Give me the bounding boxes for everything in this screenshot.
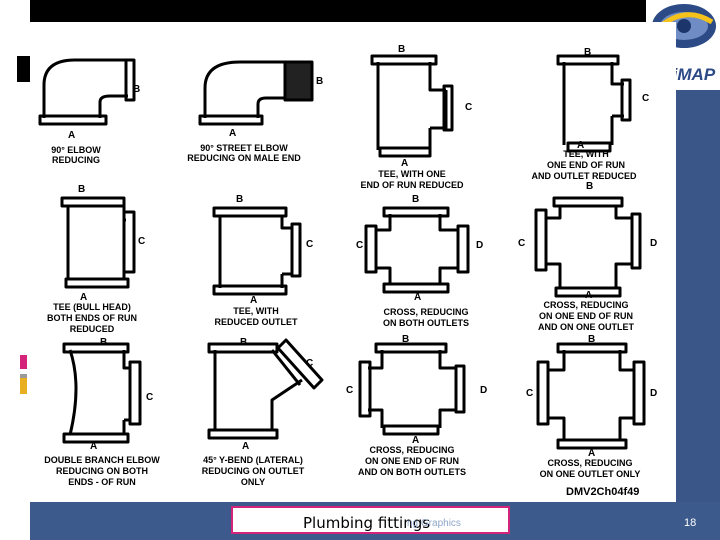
caption-box: Plumbing fittings ng Graphics <box>231 506 510 534</box>
caption-ghost-text: ng Graphics <box>407 518 461 529</box>
tag-c: C <box>346 385 353 396</box>
tag-a: A <box>401 158 408 169</box>
plumbing-fittings-figure: B A B A B C A B C A B B C A B C A B C D … <box>30 22 676 502</box>
top-bar <box>30 0 646 22</box>
corner-block <box>17 56 30 82</box>
tag-c: C <box>138 236 145 247</box>
f3-line1: TEE, WITH ONE <box>378 169 446 179</box>
f4-line3: AND OUTLET REDUCED <box>532 171 637 181</box>
tag-b: B <box>240 337 247 348</box>
tag-a: A <box>412 435 419 446</box>
tag-b: B <box>402 334 409 345</box>
tag-c: C <box>306 358 313 369</box>
f11-line2: ON ONE END OF RUN <box>365 456 459 466</box>
f6-line2: REDUCED OUTLET <box>215 317 299 327</box>
f11-line3: AND ON BOTH OUTLETS <box>358 467 466 477</box>
tag-b: B <box>100 337 107 348</box>
figure-code: DMV2Ch04f49 <box>566 486 639 498</box>
tag-d: D <box>650 388 657 399</box>
tag-a: A <box>585 290 592 301</box>
page-number: 18 <box>684 517 697 529</box>
tag-c: C <box>306 239 313 250</box>
tag-a: A <box>250 295 257 306</box>
accent-pink <box>20 355 27 369</box>
f9-line1: DOUBLE BRANCH ELBOW <box>44 455 160 465</box>
tag-a: A <box>90 441 97 452</box>
tag-b: B <box>412 194 419 205</box>
tag-c: C <box>465 102 472 113</box>
tag-a: A <box>414 292 421 303</box>
tag-a: A <box>577 140 584 151</box>
tag-b: B <box>316 76 323 87</box>
tag-c: C <box>356 240 363 251</box>
tag-c: C <box>642 93 649 104</box>
f9-line2: REDUCING ON BOTH <box>56 466 148 476</box>
f12-line1: CROSS, REDUCING <box>547 458 632 468</box>
tag-d: D <box>650 238 657 249</box>
f3-line2: END OF RUN REDUCED <box>360 180 464 190</box>
f11-line1: CROSS, REDUCING <box>369 445 454 455</box>
tag-c: C <box>518 238 525 249</box>
f12-line2: ON ONE OUTLET ONLY <box>540 469 641 479</box>
f5-line3: REDUCED <box>70 324 115 334</box>
f2-line1: 90° STREET ELBOW <box>200 143 288 153</box>
f8-line1: CROSS, REDUCING <box>543 300 628 310</box>
tag-b: B <box>236 194 243 205</box>
f6-line1: TEE, WITH <box>233 306 279 316</box>
slide-caption: Plumbing fittings <box>303 514 431 532</box>
tag-a: A <box>242 441 249 452</box>
tag-b: B <box>588 334 595 345</box>
tag-c: C <box>526 388 533 399</box>
tag-b: B <box>78 184 85 195</box>
f8-line2: ON ONE END OF RUN <box>539 311 633 321</box>
tag-c: C <box>146 392 153 403</box>
f5-line2: BOTH ENDS OF RUN <box>47 313 137 323</box>
tag-d: D <box>476 240 483 251</box>
f2-line2: REDUCING ON MALE END <box>187 153 301 163</box>
accent-gold <box>20 378 27 394</box>
tag-b: B <box>398 44 405 55</box>
tag-d: D <box>480 385 487 396</box>
f1-line1: 90° ELBOW <box>51 145 101 155</box>
tag-b: B <box>584 47 591 58</box>
tag-a: A <box>588 448 595 459</box>
right-panel <box>676 90 720 502</box>
f1-line2: REDUCING <box>52 155 100 165</box>
f7-line2: ON BOTH OUTLETS <box>383 318 469 328</box>
f9-line3: ENDS - OF RUN <box>68 477 136 487</box>
left-margin <box>0 0 30 540</box>
f10-line3: ONLY <box>241 477 265 487</box>
tag-a: A <box>229 128 236 139</box>
tag-b: B <box>586 181 593 192</box>
f8-line3: AND ON ONE OUTLET <box>538 322 635 332</box>
f4-line2: ONE END OF RUN <box>547 160 625 170</box>
tag-b: B <box>133 84 140 95</box>
tag-a: A <box>68 130 75 141</box>
f4-line1: TEE, WITH <box>563 149 609 159</box>
f10-line2: REDUCING ON OUTLET <box>202 466 305 476</box>
f5-line1: TEE (BULL HEAD) <box>53 302 131 312</box>
f10-line1: 45° Y-BEND (LATERAL) <box>203 455 303 465</box>
tag-a: A <box>80 292 87 303</box>
f7-line1: CROSS, REDUCING <box>383 307 468 317</box>
